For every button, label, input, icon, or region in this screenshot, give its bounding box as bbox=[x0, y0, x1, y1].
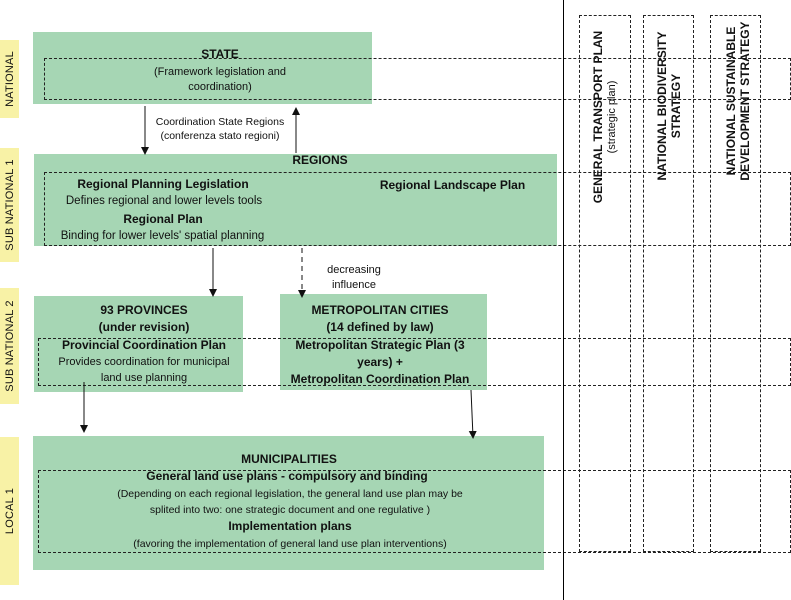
general-plan-title: General land use plans - compulsory and … bbox=[146, 469, 428, 483]
biodiversity-strategy-title: NATIONAL BIODIVERSITY bbox=[655, 31, 669, 181]
general-plan-desc-2: splited into two: one strategic document… bbox=[149, 504, 431, 516]
provincial-plan-desc-2: land use planning bbox=[100, 372, 188, 384]
general-plan-desc-1: (Depending on each regional legislation,… bbox=[117, 488, 463, 500]
provincial-plan-title: Provincial Coordination Plan bbox=[61, 338, 227, 352]
influence-label-1: decreasing bbox=[327, 264, 381, 276]
arrow-metro-to-municipalities bbox=[468, 389, 477, 439]
level-sub-national-2: SUB NATIONAL 2 bbox=[0, 288, 19, 404]
regional-legislation-title: Regional Planning Legislation bbox=[77, 177, 249, 191]
provincial-plan-desc-1: Provides coordination for municipal bbox=[58, 356, 230, 368]
municipalities-box bbox=[33, 436, 544, 570]
column-transport bbox=[579, 15, 631, 552]
transport-plan-subtitle: (strategic plan) bbox=[606, 80, 618, 154]
sustainable-strategy-title: NATIONAL SUSTAINABLE bbox=[724, 26, 738, 176]
regional-landscape-plan: Regional Landscape Plan bbox=[379, 178, 526, 192]
sustainable-strategy-label: NATIONAL SUSTAINABLE DEVELOPMENT STRATEG… bbox=[724, 21, 752, 180]
regional-plan-desc: Binding for lower levels' spatial planni… bbox=[60, 230, 265, 242]
state-desc-1: (Framework legislation and bbox=[153, 66, 287, 78]
sustainable-strategy-subtitle: DEVELOPMENT STRATEGY bbox=[738, 21, 752, 181]
provinces-box bbox=[34, 296, 243, 392]
biodiversity-strategy-subtitle: STRATEGY bbox=[669, 73, 683, 139]
metro-subtitle: (14 defined by law) bbox=[326, 320, 434, 334]
regional-plan-title: Regional Plan bbox=[123, 212, 203, 226]
level-sub-national-1: SUB NATIONAL 1 bbox=[0, 148, 19, 262]
municipalities-title: MUNICIPALITIES bbox=[241, 452, 337, 466]
level-national: NATIONAL bbox=[0, 40, 19, 118]
implementation-plans-desc: (favoring the implementation of general … bbox=[133, 538, 447, 550]
regions-box bbox=[34, 154, 557, 246]
implementation-plans-title: Implementation plans bbox=[228, 519, 352, 533]
biodiversity-strategy-label: NATIONAL BIODIVERSITY STRATEGY bbox=[655, 32, 683, 181]
separator-line bbox=[563, 0, 564, 600]
state-box bbox=[33, 32, 372, 104]
column-sustainable bbox=[710, 15, 761, 552]
provinces-subtitle: (under revision) bbox=[98, 320, 190, 334]
state-desc-2: coordination) bbox=[188, 81, 252, 93]
influence-label-2: influence bbox=[331, 279, 377, 291]
metro-strategic-plan-1: Metropolitan Strategic Plan (3 bbox=[295, 338, 465, 352]
column-biodiversity bbox=[643, 15, 694, 552]
metro-strategic-plan-2: years) + bbox=[357, 355, 403, 369]
regional-legislation-desc: Defines regional and lower levels tools bbox=[65, 195, 263, 207]
provinces-title: 93 PROVINCES bbox=[100, 303, 188, 317]
transport-plan-label: GENERAL TRANSPORT PLAN (strategic plan) bbox=[591, 31, 619, 203]
level-local-1: LOCAL 1 bbox=[0, 437, 19, 585]
coordination-label-2: (conferenza stato regioni) bbox=[160, 130, 280, 142]
transport-plan-title: GENERAL TRANSPORT PLAN bbox=[591, 30, 605, 204]
state-title: STATE bbox=[201, 47, 239, 61]
coordination-label-1: Coordination State Regions bbox=[155, 116, 285, 128]
metro-title: METROPOLITAN CITIES bbox=[311, 303, 449, 317]
metro-box bbox=[280, 294, 487, 390]
metro-coordination-plan: Metropolitan Coordination Plan bbox=[290, 372, 470, 386]
regions-title: REGIONS bbox=[292, 153, 348, 167]
